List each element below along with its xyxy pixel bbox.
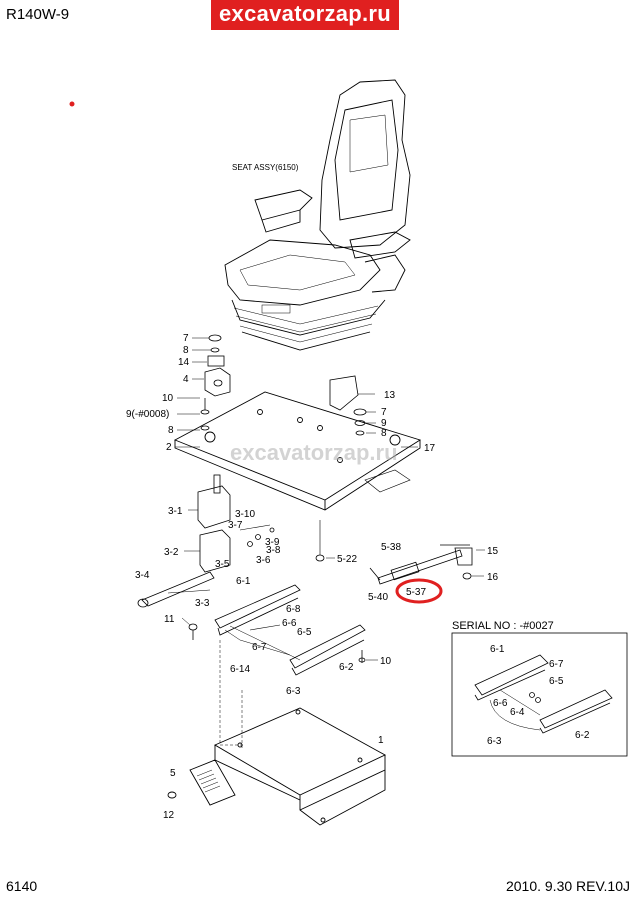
callout-label: 3-5 [215,559,230,570]
callout-label: 6-5 [549,676,564,687]
callout-label: 6-8 [286,604,301,615]
lever-assembly-drawing [137,474,275,608]
callout-label: 5-22 [337,554,357,565]
callout-label: 8 [168,425,174,436]
callout-label: 9(-#0008) [126,409,169,420]
bracket-stack-drawing [200,334,367,436]
callout-label: 3-7 [228,520,243,531]
callout-label: 5 [170,768,176,779]
callout-label: 6-6 [282,618,297,629]
serial-note: SERIAL NO : -#0027 [452,620,554,632]
callout-label: 7 [183,333,189,344]
gas-spring-drawing [315,544,473,585]
highlight-ring [395,578,443,604]
callout-label: 6-2 [575,730,590,741]
callout-label: 3-3 [195,598,210,609]
leader-lines [175,337,485,661]
model-label: R140W-9 [6,6,70,23]
callout-label: 2 [166,442,172,453]
serial-detail-box [451,632,628,757]
revision-date: 2010. 9.30 REV.10J [505,878,630,894]
callout-label: 5-37 [406,587,426,598]
callout-label: 3-1 [168,506,183,517]
callout-label: 6-14 [230,664,250,675]
callout-label: 5-40 [368,592,388,603]
callout-label: 15 [487,546,499,557]
marker-dot [69,101,75,107]
callout-label: 7 [381,407,387,418]
callout-label: 10 [162,393,174,404]
callout-label: 10 [380,656,392,667]
callout-label: 6-3 [286,686,301,697]
callout-label: 8 [183,345,189,356]
callout-label: 13 [384,390,396,401]
callout-label: 6-1 [236,576,251,587]
callout-label: 3-9 [265,537,280,548]
slide-rails-drawing [188,584,366,750]
callout-label: 9 [381,418,387,429]
seat-assembly-drawing [224,79,411,351]
callout-label: 6-7 [549,659,564,670]
callout-label: 6-4 [510,707,525,718]
callout-label: 3-6 [256,555,271,566]
callout-label: 3-10 [235,509,255,520]
seat-assy-label: SEAT ASSY(6150) [232,163,299,172]
callout-label: 6-3 [487,736,502,747]
callout-label: 6-6 [493,698,508,709]
callout-label: 3-2 [164,547,179,558]
callout-label: 5-38 [381,542,401,553]
callout-label: 11 [164,614,175,625]
callout-label: 14 [178,357,190,368]
page-number: 6140 [6,878,38,894]
callout-label: 16 [487,572,499,583]
seat-stand-drawing [167,707,386,826]
callout-label: 12 [163,810,175,821]
callout-label: 17 [424,443,436,454]
watermark-text: excavatorzap.ru [230,440,398,465]
callout-label: 6-1 [490,644,505,655]
callout-label: 3-4 [135,570,150,581]
brand-banner[interactable]: excavatorzap.ru [211,0,400,30]
callout-label: 4 [183,374,189,385]
callout-label: 6-2 [339,662,354,673]
callout-label: 6-5 [297,627,312,638]
callout-labels: 7 8 14 4 10 9(-#0008) 8 2 13 7 9 8 17 3-… [126,333,590,821]
callout-label: 6-7 [252,642,267,653]
callout-label: 8 [381,428,387,439]
base-plate-drawing [173,391,422,555]
callout-label: 3-8 [266,545,281,556]
callout-label: 1 [378,735,384,746]
